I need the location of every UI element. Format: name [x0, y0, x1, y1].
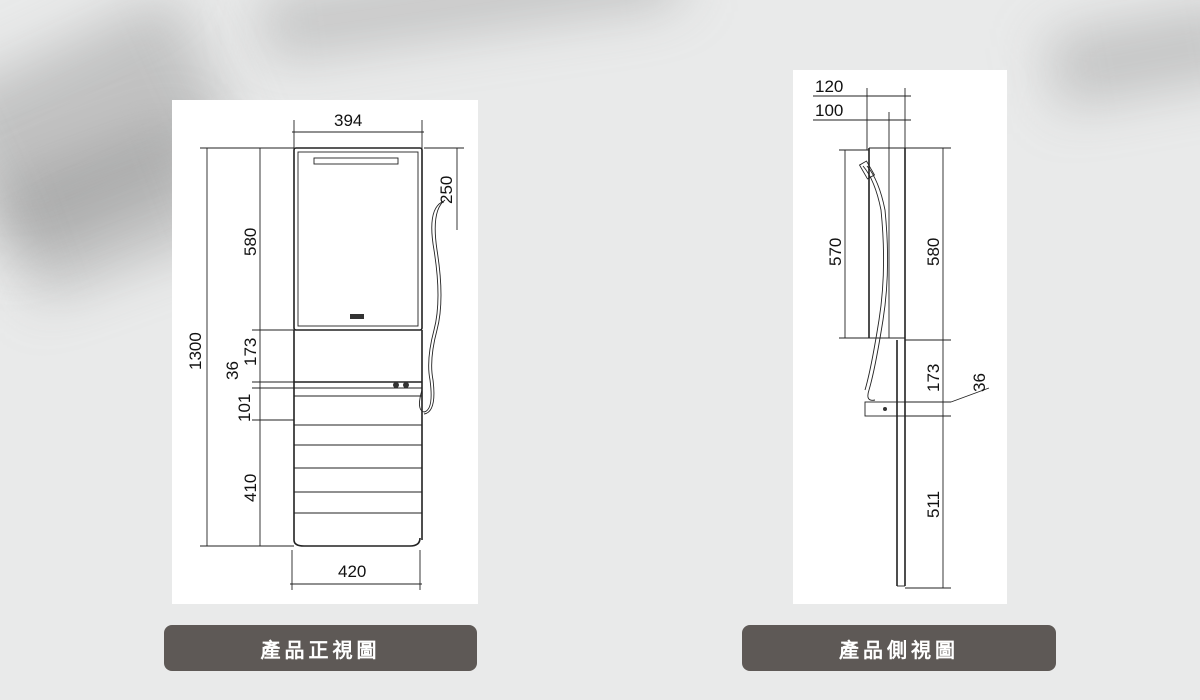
dim-hose-offset: 250 — [437, 176, 456, 204]
dim-depth-inner: 100 — [815, 101, 843, 120]
dim-depth-outer: 120 — [815, 77, 843, 96]
front-view-drawing: 394 1300 — [172, 100, 478, 604]
dim-lower-height: 511 — [924, 491, 943, 518]
dim-mirror-height: 580 — [241, 228, 260, 256]
background-shadow — [1045, 3, 1200, 107]
dim-shelf-thickness: 36 — [970, 373, 989, 392]
dim-upper-gap: 173 — [241, 338, 260, 366]
dim-bottom-width: 420 — [338, 562, 366, 581]
background-shadow — [257, 0, 683, 59]
dim-top-width: 394 — [334, 111, 362, 130]
dim-shelf-gap: 101 — [235, 394, 254, 422]
front-view-caption: 產品正視圖 — [164, 625, 477, 671]
dim-shelf-thickness: 36 — [223, 361, 242, 380]
side-view-caption: 產品側視圖 — [742, 625, 1056, 671]
dim-mirror-inner-height: 570 — [826, 238, 845, 266]
front-view-svg: 394 1300 — [186, 111, 464, 590]
dim-rail-height: 410 — [241, 474, 260, 502]
side-view-drawing: 120 100 570 580 173 36 511 — [793, 70, 1007, 604]
dim-total-height: 1300 — [186, 332, 205, 370]
dim-mirror-height: 580 — [924, 238, 943, 266]
dim-upper-gap: 173 — [924, 364, 943, 392]
side-view-svg: 120 100 570 580 173 36 511 — [813, 77, 990, 589]
